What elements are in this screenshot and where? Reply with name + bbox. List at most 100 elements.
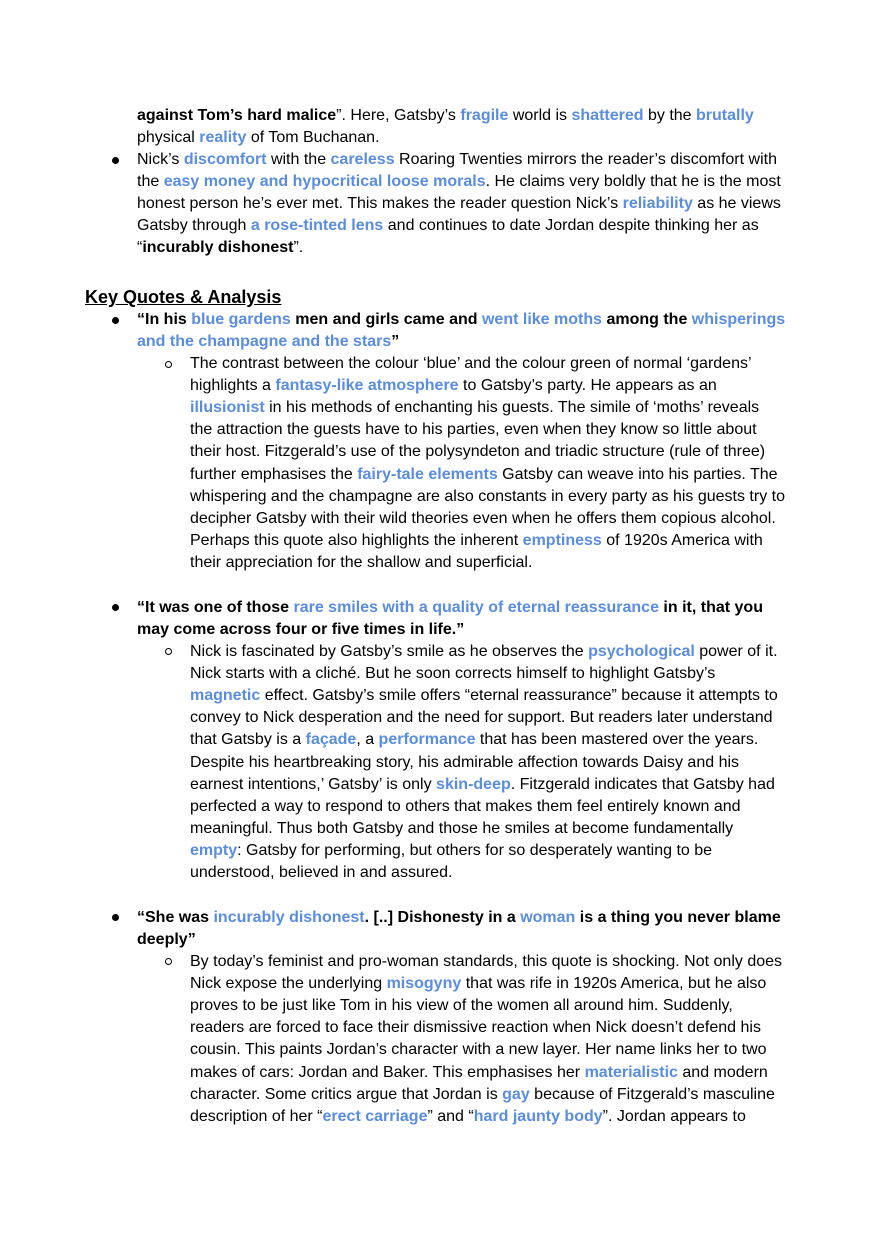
text-run: in his methods of enchanting his guests.… (264, 399, 760, 417)
highlighted-term: misogyny (386, 975, 462, 993)
quote-rare-smiles-line: may come across four or five times in li… (137, 619, 464, 641)
analysis-rare-smiles-line: meaningful. Thus both Gatsby and those h… (190, 818, 733, 840)
text-run: effect. Gatsby’s smile offers “eternal r… (260, 687, 778, 705)
text-run: perfected a way to respond to others tha… (190, 797, 741, 815)
text-run: cousin. This paints Jordan’s character w… (190, 1041, 767, 1059)
analysis-blue-gardens-line: highlights a fantasy-like atmosphere to … (190, 375, 717, 397)
highlighted-term: easy money and hypocritical loose morals (163, 173, 486, 191)
highlighted-term: psychological (588, 643, 695, 660)
analysis-incurably-dishonest-line: description of her “erect carriage” and … (190, 1106, 746, 1128)
highlighted-term: a rose-tinted lens (250, 217, 384, 235)
text-run: Nick is fascinated by Gatsby’s smile as … (190, 643, 589, 660)
text-run: . He claims very boldly that he is the m… (485, 173, 781, 191)
text-run: earnest intentions,’ Gatsby’ is only (190, 775, 437, 793)
analysis-incurably-dishonest-line: cousin. This paints Jordan’s character w… (190, 1039, 767, 1061)
bullet-nick-discomfort (112, 157, 119, 164)
analysis-blue-gardens-line: Perhaps this quote also highlights the i… (190, 530, 763, 552)
text-run: ”. (293, 239, 304, 257)
highlighted-term: materialistic (584, 1063, 678, 1081)
text-run: ”. Here, Gatsby’s (336, 107, 461, 124)
text-run: of 1920s America with (601, 531, 763, 549)
analysis-incurably-dishonest-line: makes of cars: Jordan and Baker. This em… (190, 1062, 768, 1084)
text-run: highlights a (190, 377, 276, 395)
text-run: decipher Gatsby with their wild theories… (190, 509, 776, 527)
text-run: character. Some critics argue that Jorda… (190, 1085, 503, 1103)
text-run: that has been mastered over the years. (475, 731, 759, 749)
sub-bullet-analysis-3 (165, 958, 172, 965)
bold-text: in it, that you (658, 599, 763, 616)
bold-text: against Tom’s hard malice (137, 107, 337, 124)
text-run: Nick expose the underlying (190, 975, 387, 993)
text-run: makes of cars: Jordan and Baker. This em… (190, 1063, 585, 1081)
analysis-rare-smiles-line: Despite his heartbreaking story, his adm… (190, 752, 739, 774)
text-run: the attraction the guests have to his pa… (190, 421, 757, 439)
text-run: . Fitzgerald indicates that Gatsby had (510, 775, 775, 793)
analysis-blue-gardens-line: decipher Gatsby with their wild theories… (190, 508, 776, 530)
highlighted-term: reality (199, 129, 247, 147)
text-run: ”. Jordan appears to (602, 1107, 746, 1125)
analysis-incurably-dishonest-line: character. Some critics argue that Jorda… (190, 1084, 775, 1106)
highlighted-term: skin-deep (436, 775, 511, 793)
analysis-rare-smiles-line: earnest intentions,’ Gatsby’ is only ski… (190, 774, 775, 796)
text-run: description of her “ (190, 1107, 323, 1125)
text-run: further emphasises the (190, 465, 358, 483)
text-run: power of it. (694, 643, 778, 660)
bold-text: among the (602, 311, 692, 328)
text-run: physical (137, 129, 200, 147)
analysis-rare-smiles-line: Nick starts with a cliché. But he soon c… (190, 663, 715, 685)
analysis-rare-smiles-line: understood, believed in and assured. (190, 862, 452, 884)
quote-blue-gardens-line: “In his blue gardens men and girls came … (137, 309, 785, 331)
text-run: because of Fitzgerald’s masculine (529, 1085, 775, 1103)
highlighted-term: illusionist (190, 399, 265, 417)
text-run: of Tom Buchanan. (246, 129, 380, 147)
highlighted-term: emptiness (522, 531, 602, 549)
highlighted-term: magnetic (190, 687, 261, 705)
paragraph-nick-discomfort-line: “incurably dishonest”. (137, 237, 303, 259)
quote-rare-smiles-line: “It was one of those rare smiles with a … (137, 597, 763, 619)
analysis-incurably-dishonest-line: proves to be just like Tom in his view o… (190, 995, 733, 1017)
highlighted-term: careless (330, 151, 395, 168)
highlighted-term: discomfort (183, 151, 267, 168)
text-run: : Gatsby for performing, but others for … (237, 841, 713, 859)
text-run: the (137, 173, 164, 191)
analysis-rare-smiles-line: empty: Gatsby for performing, but others… (190, 840, 712, 862)
text-run: Nick’s (137, 151, 184, 168)
text-run: Gatsby through (137, 217, 251, 235)
analysis-blue-gardens-line: illusionist in his methods of enchanting… (190, 397, 759, 419)
highlighted-term: empty (190, 841, 238, 859)
text-run: The contrast between the colour ‘blue’ a… (190, 355, 752, 372)
bold-text: is a thing you never blame (575, 909, 781, 926)
bold-text: ” (391, 333, 400, 351)
text-run: , a (356, 731, 379, 749)
analysis-rare-smiles-line: perfected a way to respond to others tha… (190, 796, 741, 818)
bold-text: deeply” (137, 931, 196, 949)
text-run: Roaring Twenties mirrors the reader’s di… (394, 151, 777, 168)
bold-text: may come across four or five times in li… (137, 621, 465, 639)
text-run: world is (508, 107, 572, 124)
bold-text: men and girls came and (290, 311, 482, 328)
highlighted-term: shattered (571, 107, 644, 124)
sub-bullet-analysis-2 (165, 648, 172, 655)
highlighted-term: erect carriage (322, 1107, 428, 1125)
bold-text: “She was (137, 909, 214, 926)
text-run: “ (137, 239, 143, 257)
bullet-quote-blue-gardens (112, 317, 119, 324)
sub-bullet-analysis-1 (165, 361, 172, 368)
quote-blue-gardens-line: and the champagne and the stars” (137, 331, 399, 353)
highlighted-term: hard jaunty body (473, 1107, 603, 1125)
highlighted-term: gay (502, 1085, 530, 1103)
text-run: readers are forced to face their dismiss… (190, 1019, 761, 1037)
highlighted-term: whisperings (691, 311, 786, 328)
bullet-quote-incurably-dishonest (112, 914, 119, 921)
text-run: convey to Nick desperation and the need … (190, 709, 773, 727)
quote-incurably-dishonest-line: deeply” (137, 929, 196, 951)
text-run: Despite his heartbreaking story, his adm… (190, 753, 740, 771)
highlighted-term: blue gardens (191, 311, 291, 328)
analysis-rare-smiles-line: convey to Nick desperation and the need … (190, 707, 773, 729)
text-run: proves to be just like Tom in his view o… (190, 997, 733, 1015)
text-run: honest person he’s ever met. This makes … (137, 195, 623, 213)
text-run: that Gatsby is a (190, 731, 306, 749)
paragraph-tom-malice-line: physical reality of Tom Buchanan. (137, 127, 380, 149)
highlighted-term: façade (305, 731, 357, 749)
highlighted-term: and the champagne and the stars (137, 333, 392, 351)
